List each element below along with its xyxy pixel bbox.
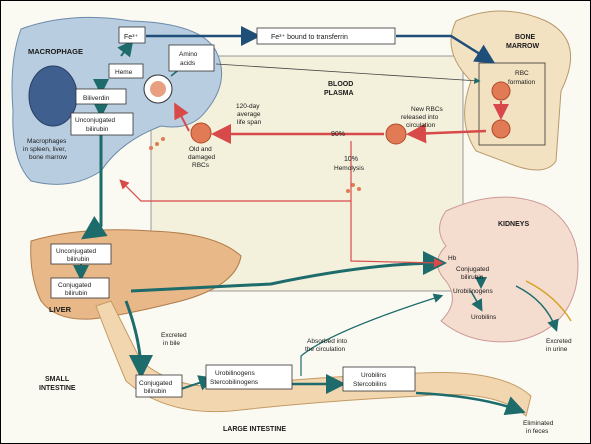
lifespan-2: average xyxy=(237,111,261,118)
absorbed-2: the circulation xyxy=(305,346,345,353)
biliverdin-label: Biliverdin xyxy=(83,95,110,102)
rbc-formation-1: RBC xyxy=(515,70,529,77)
arrow-excreted-urine xyxy=(515,285,559,332)
kid-hb: Hb xyxy=(448,255,457,262)
feces-1: Eliminated xyxy=(523,420,554,427)
rbc-formation-2: formation xyxy=(508,79,535,86)
kid-conj-1: Conjugated xyxy=(456,266,490,273)
arrow-unconj-to-liver xyxy=(81,133,108,240)
feces-2: in feces xyxy=(526,428,549,435)
liver-title: LIVER xyxy=(49,305,72,314)
macrophage-title: MACROPHAGE xyxy=(28,47,83,56)
excreted-urine-2: in urine xyxy=(546,346,568,353)
arrow-absorbed xyxy=(300,293,444,376)
amino-label-2: acids xyxy=(180,60,196,67)
urine-flow xyxy=(525,280,572,322)
heme-box xyxy=(108,63,144,79)
liver-unconj-1: Unconjugated xyxy=(56,248,96,255)
urob-sterc-1: Urobilins xyxy=(361,372,387,379)
rbc-new xyxy=(385,123,407,145)
arrow-marrow-to-blood xyxy=(406,123,487,144)
kidneys-title: KIDNEYS xyxy=(498,221,529,228)
amino-label-1: Amino xyxy=(179,51,198,58)
arrow-bile-to-intestine xyxy=(124,300,153,379)
bone-marrow-shape xyxy=(450,10,572,171)
large-int-title: LARGE INTESTINE xyxy=(223,426,286,433)
liver-unconj-2: bilirubin xyxy=(67,256,90,263)
biliverdin-box xyxy=(75,88,127,105)
kid-urobilinogens: Urobilinogens xyxy=(453,288,493,295)
uro-sterco-box xyxy=(205,364,293,390)
si-conj-box xyxy=(135,374,183,398)
lifespan-1: 120-day xyxy=(236,103,260,110)
macrophage-note-2: in spleen, liver, xyxy=(23,146,66,153)
arrow-liver-to-kidney xyxy=(130,251,447,293)
kid-conj-2: bilirubin xyxy=(461,274,484,281)
rbc-fragments xyxy=(149,137,361,193)
new-rbcs-2: released into xyxy=(401,114,439,121)
blood-plasma-2: PLASMA xyxy=(324,90,354,97)
lifespan-3: life span xyxy=(237,119,262,126)
transferrin-label: Fe³⁺ bound to transferrin xyxy=(271,34,348,41)
pct-10: 10% xyxy=(344,156,358,163)
absorbed-1: Absorbed into xyxy=(307,338,347,345)
fe-box xyxy=(118,26,146,44)
arrow-amino-to-marrow xyxy=(215,63,481,84)
urob-sterc-2: Stercobilins xyxy=(353,381,387,388)
urob-sterc-box xyxy=(342,366,416,392)
rbc-old xyxy=(190,122,212,144)
kid-urobilins: Urobilins xyxy=(471,314,497,321)
si-conj-1: Conjugated xyxy=(139,380,173,387)
rbc-formation-box xyxy=(478,62,546,146)
si-conj-2: bilirubin xyxy=(144,388,167,395)
arrow-kid-2 xyxy=(470,290,483,312)
rbc-engulfed-core xyxy=(150,81,166,97)
rbc-marrow-1 xyxy=(491,81,511,101)
bone-label-1: BONE xyxy=(515,34,536,41)
excreted-bile-2: in bile xyxy=(163,340,180,347)
liver-conj-box xyxy=(50,277,110,299)
arrow-hemolysis-to-macrophage xyxy=(119,141,352,202)
old-rbcs-2: damaged xyxy=(188,154,215,161)
excreted-urine-1: Excreted xyxy=(546,338,572,345)
macrophage-note-3: bone marrow xyxy=(29,154,67,161)
transferrin-box xyxy=(256,27,396,45)
liver-conj-2: bilirubin xyxy=(65,290,88,297)
liver-unconj-box xyxy=(50,243,112,265)
hemolysis-label: Hemolysis xyxy=(334,165,365,172)
uro-sterco-1: Urobilinogens xyxy=(215,370,255,377)
unconj-label-1: Unconjugated xyxy=(75,117,115,124)
bone-label-2: MARROW xyxy=(506,43,539,50)
rbc-marrow-2 xyxy=(491,119,511,139)
new-rbcs-1: New RBCs xyxy=(411,106,444,113)
pct-90: 90% xyxy=(331,131,345,138)
liver-conj-1: Conjugated xyxy=(58,282,92,289)
arrow-hb-to-kidney xyxy=(350,201,444,268)
amino-box xyxy=(168,44,215,72)
new-rbcs-3: circulation xyxy=(406,122,436,129)
macrophage-nucleus xyxy=(28,65,78,127)
arrow-transferrin-to-marrow xyxy=(396,34,496,64)
fe-label: Fe³⁺ xyxy=(124,34,139,41)
old-rbcs-3: RBCs xyxy=(192,162,210,169)
heme-label: Heme xyxy=(115,69,133,76)
arrow-to-macrophage xyxy=(174,102,190,132)
uro-sterco-2: Stercobilinogens xyxy=(210,379,259,386)
small-int-2: INTESTINE xyxy=(39,385,76,392)
arrow-feces xyxy=(415,391,526,416)
small-int-1: SMALL xyxy=(45,376,70,383)
excreted-bile-1: Excreted xyxy=(161,332,187,339)
blood-plasma-1: BLOOD xyxy=(328,81,353,88)
unconj-label-2: bilirubin xyxy=(86,126,109,133)
arrow-heme-to-fe xyxy=(117,39,134,58)
macrophage-note-1: Macrophages xyxy=(27,138,67,145)
old-rbcs-1: Old and xyxy=(189,146,212,153)
unconj-box xyxy=(70,112,134,136)
